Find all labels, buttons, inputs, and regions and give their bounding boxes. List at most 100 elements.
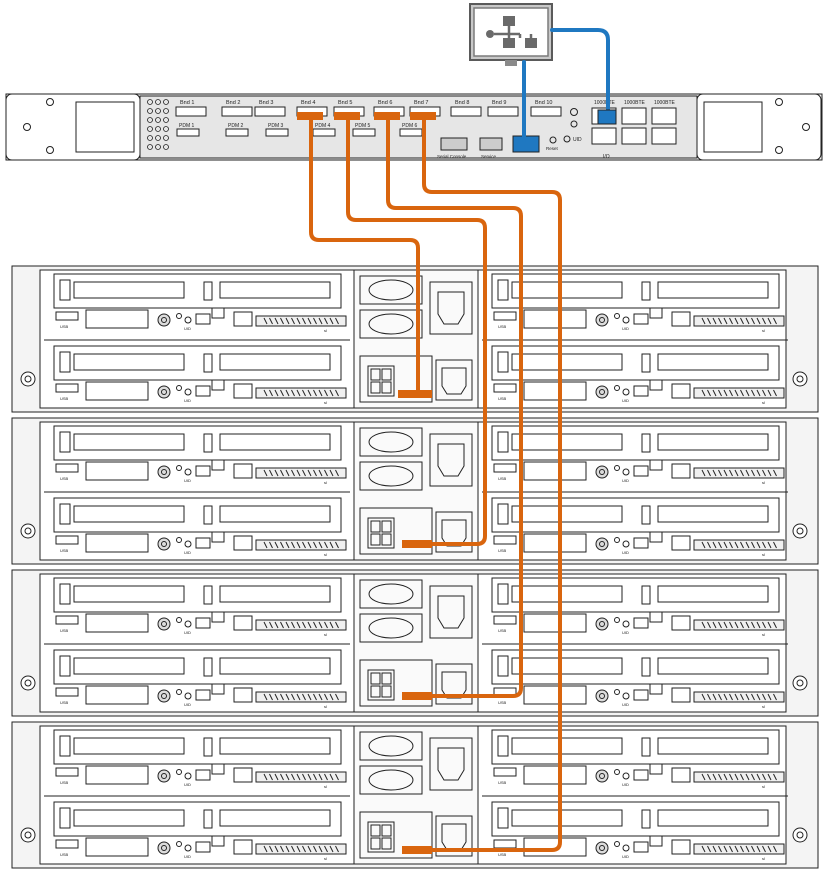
pdm-label: PDM 1 (179, 123, 195, 129)
slot-label: sl (324, 704, 327, 709)
bay-connector (255, 107, 285, 116)
usb-port (56, 384, 78, 392)
bay-connector (531, 107, 561, 116)
pdm-label: PDM 4 (315, 123, 331, 129)
slot-label: sl (762, 784, 765, 789)
usb-label: USB (60, 628, 69, 633)
bay-label: Bnd 6 (378, 100, 392, 106)
pdm-label: PDM 2 (228, 123, 244, 129)
uid-label: UID (184, 854, 191, 859)
slot-label: sl (324, 632, 327, 637)
ear-screw-right (793, 524, 807, 538)
bay-label: Bnd 10 (535, 100, 552, 106)
usb-label: USB (60, 700, 69, 705)
bay-label: Bnd 9 (492, 100, 506, 106)
usb-label: USB (498, 548, 507, 553)
uid-label: UID (622, 326, 629, 331)
slot-label: sl (762, 704, 765, 709)
serial-console-label: Serial Console (437, 154, 467, 159)
io-label: I/O (603, 154, 610, 160)
network-node (486, 30, 494, 38)
bay-label: Bnd 2 (226, 100, 240, 106)
ear-screw-left (21, 828, 35, 842)
usb-port (494, 536, 516, 544)
ipmi-cable-connector (297, 112, 323, 120)
usb-port (56, 768, 78, 776)
slot-label: sl (324, 480, 327, 485)
network-node (503, 16, 515, 26)
uid-label: UID (184, 478, 191, 483)
ipmi-cable-plug (398, 390, 432, 398)
network-node (525, 38, 537, 48)
bay-label: Bnd 8 (455, 100, 469, 106)
usb-port (56, 312, 78, 320)
slot-label: sl (762, 856, 765, 861)
power-button (596, 690, 608, 702)
power-button (158, 538, 170, 550)
monitor-stand (505, 60, 517, 66)
bay-label: Bnd 1 (180, 100, 194, 106)
uid-label: UID (184, 630, 191, 635)
lan-port (652, 108, 676, 124)
uid-label: UID (184, 782, 191, 787)
lan-label: 1000BTE (654, 100, 676, 106)
serial-console-port (441, 138, 467, 150)
slot-label: sl (762, 328, 765, 333)
uid-label: UID (622, 398, 629, 403)
power-button (158, 314, 170, 326)
slot-label: sl (762, 552, 765, 557)
slot-label: sl (324, 784, 327, 789)
expansion-slot (256, 316, 346, 326)
uid-label: UID (184, 326, 191, 331)
power-button (596, 538, 608, 550)
expansion-slot (256, 844, 346, 854)
slot-label: sl (762, 400, 765, 405)
power-button (596, 770, 608, 782)
usb-label: USB (498, 324, 507, 329)
monitor-screen (474, 8, 548, 56)
slot-label: sl (762, 632, 765, 637)
lan-label: 1000BTE (594, 100, 616, 106)
pdm-port (226, 129, 248, 136)
usb-port (494, 384, 516, 392)
power-button (596, 618, 608, 630)
power-button (596, 466, 608, 478)
usb-label: USB (60, 780, 69, 785)
usb-port (494, 464, 516, 472)
slot-label: sl (762, 480, 765, 485)
pdm-port (400, 129, 422, 136)
ear-screw-right (793, 676, 807, 690)
power-button (596, 314, 608, 326)
usb-port (494, 312, 516, 320)
uid-label: UID (622, 630, 629, 635)
slot-label: sl (324, 856, 327, 861)
usb-port (494, 768, 516, 776)
ipmi-cable-connector (410, 112, 436, 120)
expansion-slot (256, 388, 346, 398)
expansion-slot (694, 692, 784, 702)
pdm-label: PDM 6 (402, 123, 418, 129)
lan-port (652, 128, 676, 144)
slot-label: sl (324, 552, 327, 557)
rack-control-module: Bnd 1Bnd 2Bnd 3Bnd 4Bnd 5Bnd 6Bnd 7Bnd 8… (6, 94, 822, 160)
usb-label: USB (60, 548, 69, 553)
power-button (158, 770, 170, 782)
bay-connector (488, 107, 518, 116)
pdm-label: PDM 3 (268, 123, 284, 129)
bay-connector (451, 107, 481, 116)
expansion-slot (256, 540, 346, 550)
expansion-slot (694, 620, 784, 630)
expansion-slot (694, 316, 784, 326)
expansion-slot (694, 844, 784, 854)
rcm-ear-left (6, 94, 140, 160)
slot-label: sl (324, 400, 327, 405)
power-button (158, 618, 170, 630)
uid-label: UID (622, 702, 629, 707)
bay-label: Bnd 5 (338, 100, 352, 106)
reset-label: Reset (546, 146, 559, 151)
network-node (503, 38, 515, 48)
ipmi-cable-plug (402, 540, 432, 548)
usb-port (56, 840, 78, 848)
service-label: Service (481, 154, 497, 159)
uid-label: UID (184, 702, 191, 707)
